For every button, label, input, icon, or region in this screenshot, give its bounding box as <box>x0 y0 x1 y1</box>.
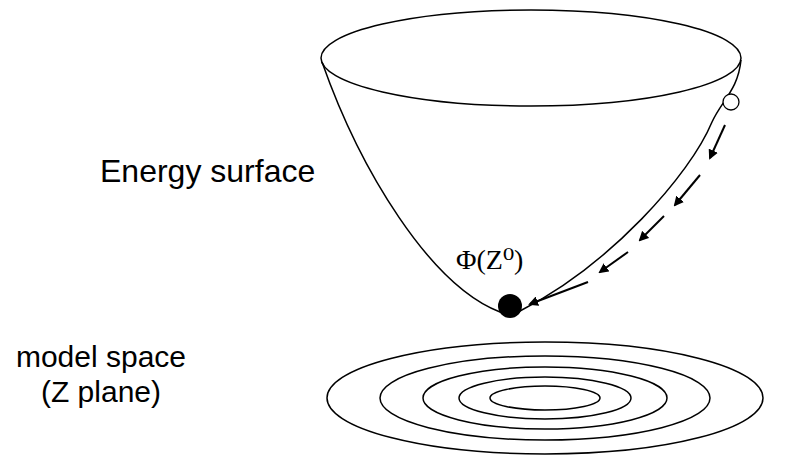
bowl-surface <box>322 60 741 314</box>
descent-arrows <box>530 125 725 304</box>
bowl-rim <box>321 10 741 106</box>
start-point <box>723 94 739 110</box>
contour-ellipses <box>327 342 763 454</box>
surface-label: Energy surface <box>100 153 315 190</box>
minimum-label: Φ(Z⁰) <box>456 244 523 276</box>
minimum-point <box>498 294 522 318</box>
space-label: model space (Z plane) <box>8 340 194 409</box>
